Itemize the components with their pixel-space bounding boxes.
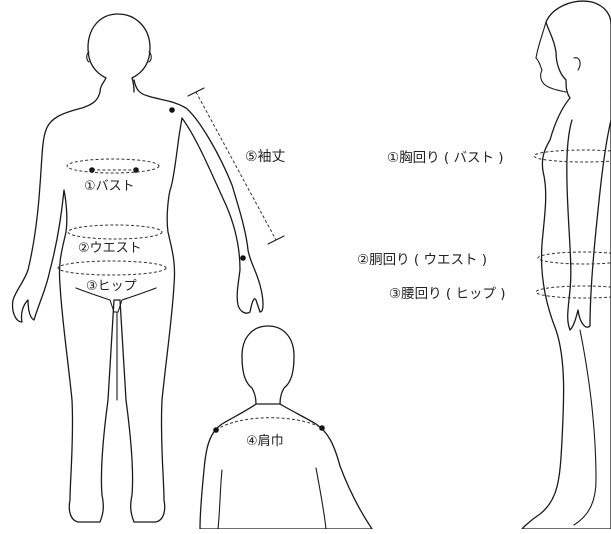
side-bust-label: ①胸回り ( バスト ) bbox=[387, 150, 504, 166]
side-waist-ellipse bbox=[537, 251, 611, 265]
sleeve-measure-line bbox=[195, 91, 277, 241]
front-hip-label: ③ヒップ bbox=[86, 279, 137, 294]
side-arm bbox=[566, 119, 611, 331]
side-bust-ellipse bbox=[533, 149, 611, 163]
front-hip-ellipse bbox=[57, 260, 167, 276]
side-waist-label: ②胴回り ( ウエスト ) bbox=[357, 252, 487, 268]
front-waist-ellipse bbox=[67, 224, 163, 240]
back-shoulder-point-right bbox=[319, 425, 325, 431]
back-shoulders bbox=[199, 403, 373, 530]
front-body-outline bbox=[11, 79, 264, 523]
side-face bbox=[535, 21, 567, 93]
side-head bbox=[545, 0, 611, 99]
front-figure: ①バスト ②ウエスト ③ヒップ ⑤袖丈 bbox=[11, 13, 286, 523]
side-figure: ①胸回り ( バスト ) ②胴回り ( ウエスト ) ③腰回り ( ヒップ ) bbox=[357, 0, 611, 530]
front-shoulder-point bbox=[169, 107, 175, 113]
sleeve-label: ⑤袖丈 bbox=[245, 149, 286, 165]
sleeve-measure-cap-bottom bbox=[267, 235, 285, 245]
side-hip-ellipse bbox=[535, 285, 611, 299]
front-wrist-point bbox=[240, 255, 246, 261]
side-hip-label: ③腰回り ( ヒップ ) bbox=[389, 286, 506, 302]
back-arm-line-right bbox=[315, 467, 327, 530]
front-bust-ellipse bbox=[66, 158, 160, 174]
side-ear bbox=[573, 57, 581, 71]
side-leg-line bbox=[573, 329, 597, 526]
front-ear-left bbox=[86, 51, 90, 63]
sleeve-measure-cap-top bbox=[187, 87, 205, 97]
front-bust-label: ①バスト bbox=[84, 179, 135, 194]
back-arm-line-left bbox=[217, 469, 223, 530]
back-figure: ④肩巾 bbox=[199, 325, 373, 530]
front-ear-right bbox=[148, 51, 152, 63]
front-underwear bbox=[75, 287, 157, 313]
shoulder-label: ④肩巾 bbox=[246, 433, 284, 449]
back-shoulder-point-left bbox=[213, 427, 219, 433]
front-waist-label: ②ウエスト bbox=[78, 241, 142, 256]
shoulder-measure-curve bbox=[215, 417, 323, 431]
front-head bbox=[87, 13, 151, 93]
back-head bbox=[241, 325, 295, 405]
